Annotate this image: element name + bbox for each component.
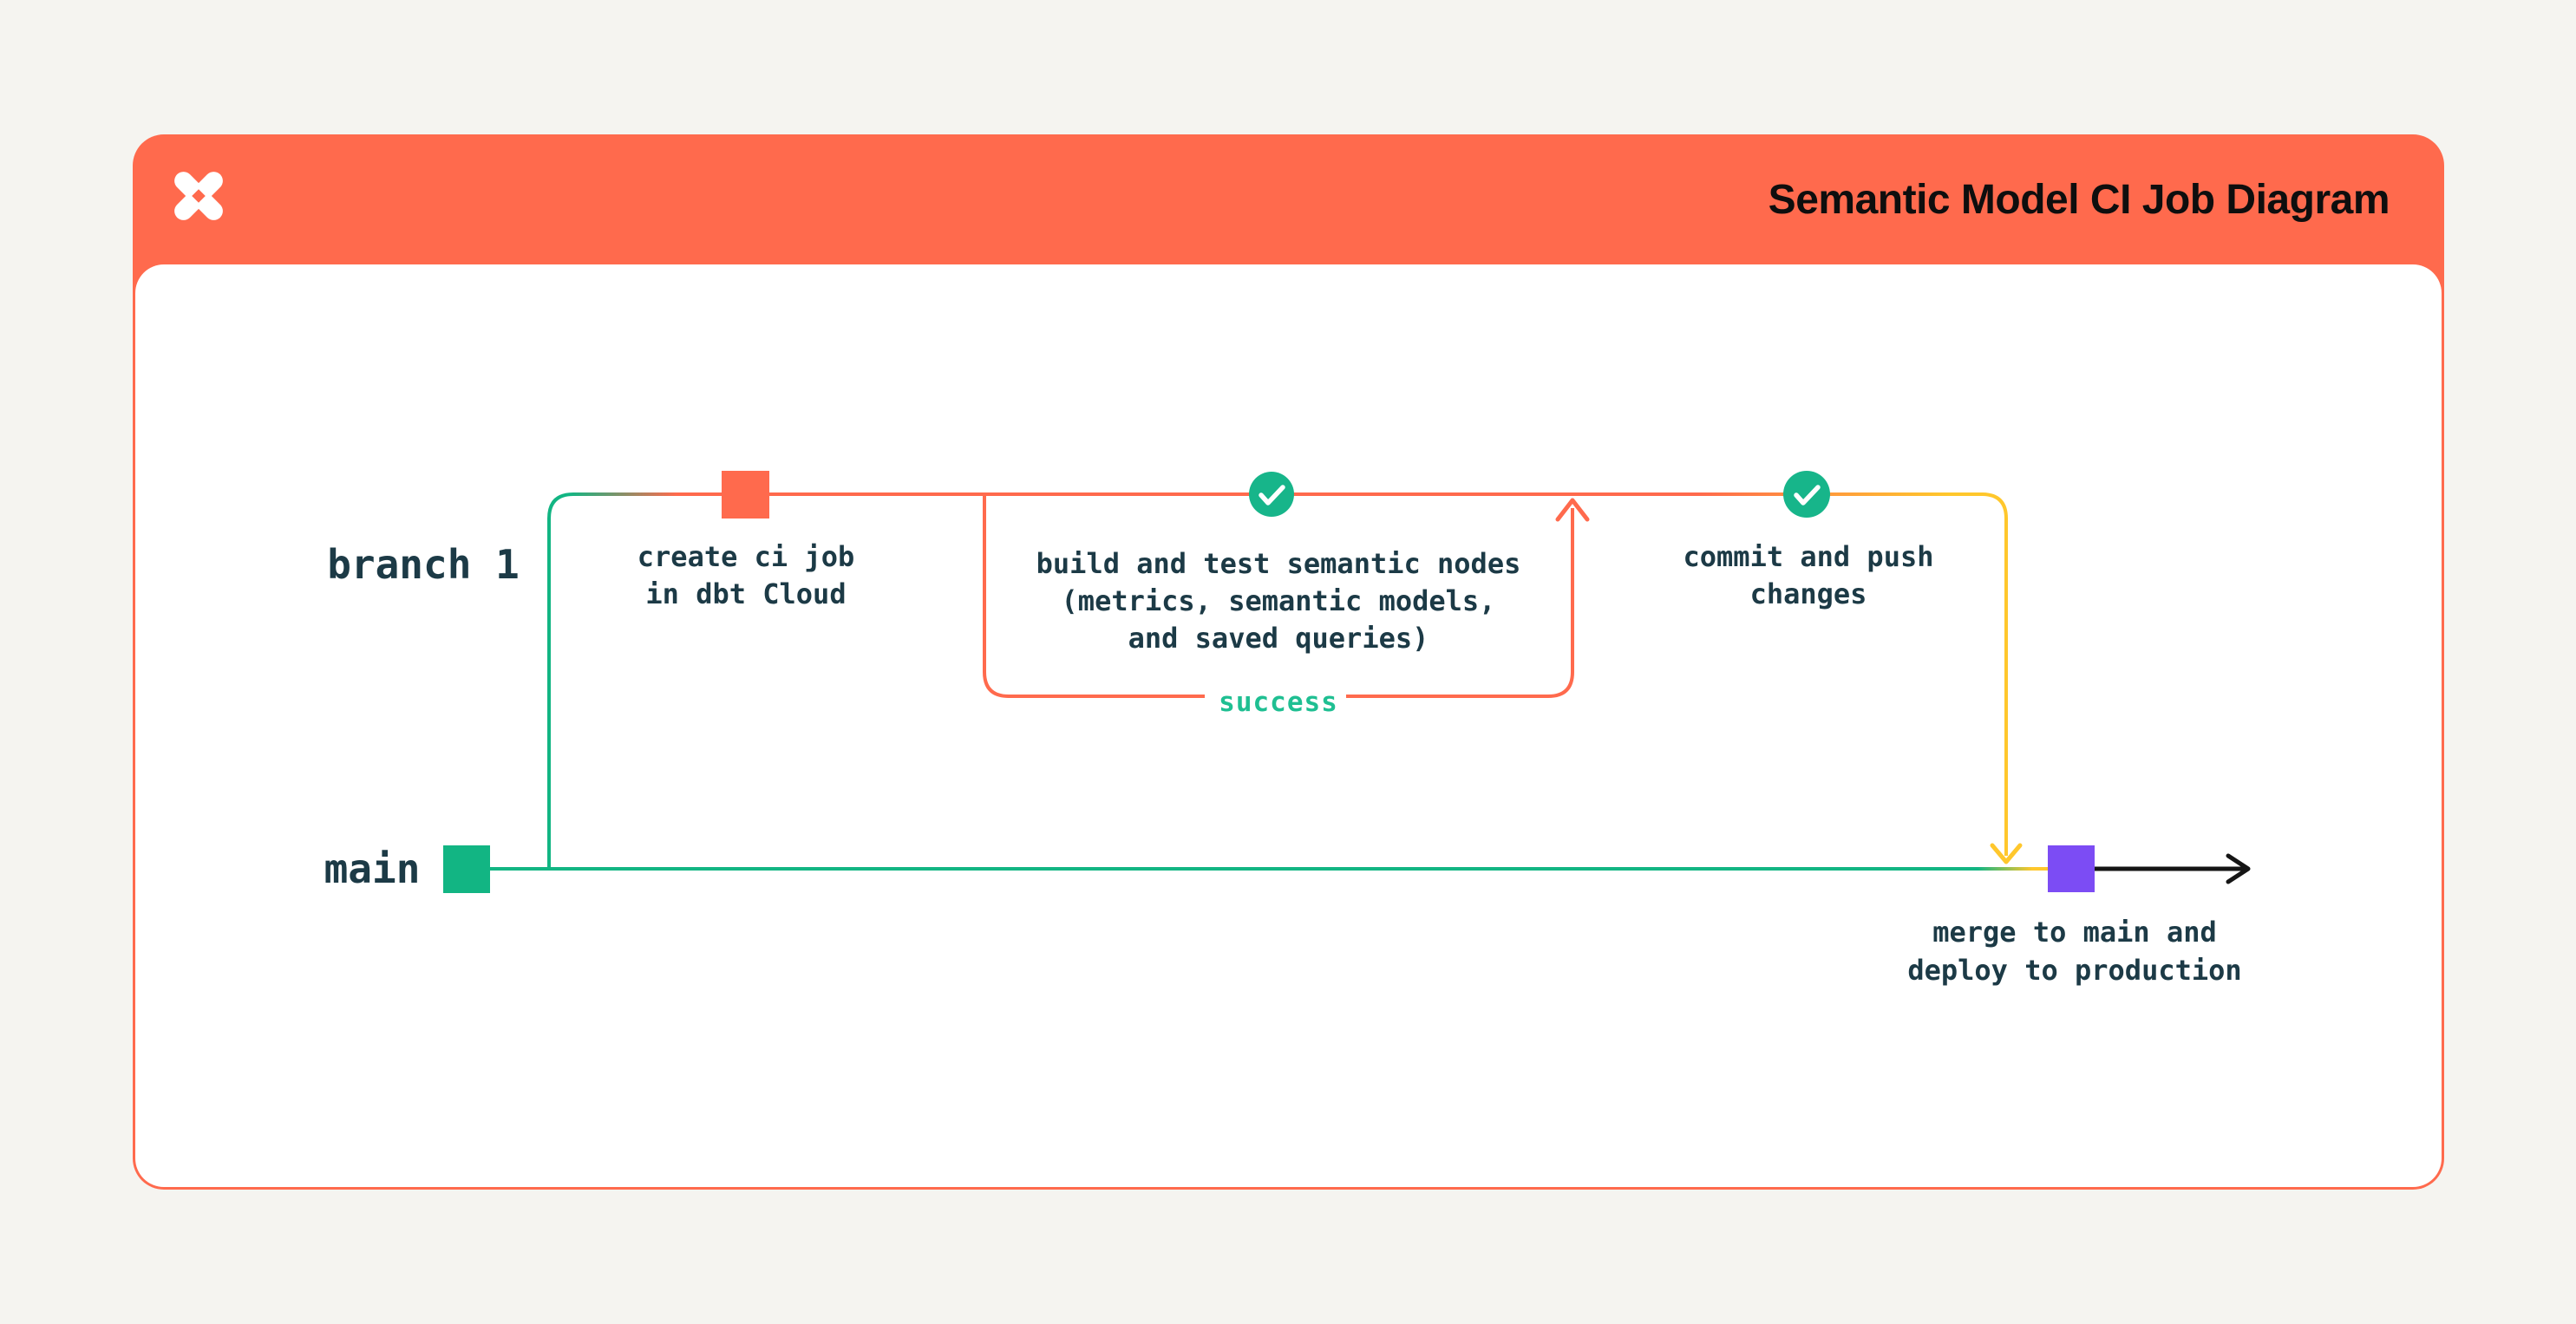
ci-box-border-left-bottom — [983, 496, 1205, 698]
diagram-card: Semantic Model CI Job Diagram — [133, 134, 2444, 1190]
merge-deploy-node-label: merge to main and deploy to production — [1907, 913, 2241, 989]
merge-commit-square — [2048, 845, 2095, 892]
commit-push-node-label-line: commit and push — [1683, 540, 1934, 573]
check-circle-icon — [1783, 471, 1830, 518]
checkmark-icon — [1794, 485, 1821, 505]
dbt-logo-center-diamond — [192, 189, 206, 203]
git-flow-drawing — [443, 471, 2251, 893]
card-header: Semantic Model CI Job Diagram — [133, 134, 2444, 264]
build-test-node-label-line: (metrics, semantic models, — [1061, 584, 1496, 617]
create-ci-node-label-line: in dbt Cloud — [645, 577, 847, 610]
dbt-logo-icon — [174, 172, 223, 220]
build-test-node-label: build and test semantic nodes (metrics, … — [1036, 545, 1521, 657]
ci-box-border-right-bottom — [1346, 508, 1574, 698]
create-ci-node-label: create ci job in dbt Cloud — [637, 538, 854, 613]
commit-push-node-label: commit and push changes — [1684, 538, 1934, 613]
diagram-canvas: branch 1 main create ci job in dbt Cloud… — [135, 264, 2442, 1187]
checkmark-icon — [1259, 485, 1285, 505]
build-test-node-label-line: and saved queries) — [1128, 622, 1429, 655]
branch-label: branch 1 — [327, 541, 520, 588]
success-status-label: success — [1219, 687, 1338, 718]
merge-deploy-node-label-line: merge to main and — [1932, 916, 2217, 949]
create-ci-node-label-line: create ci job — [637, 540, 855, 573]
main-continuation-arrowhead-icon — [2226, 853, 2251, 884]
merge-down-arrowhead-icon — [1990, 843, 2023, 864]
merge-deploy-node-label-line: deploy to production — [1907, 954, 2242, 987]
commit-push-node-label-line: changes — [1749, 577, 1867, 610]
build-test-node-label-line: build and test semantic nodes — [1036, 547, 1521, 580]
success-up-arrowhead-icon — [1555, 498, 1590, 522]
page-title: Semantic Model CI Job Diagram — [1768, 176, 2390, 223]
create-ci-commit-square — [722, 471, 769, 519]
check-circle-icon — [1249, 472, 1294, 517]
main-commit-square — [443, 845, 490, 893]
main-label: main — [324, 845, 421, 892]
